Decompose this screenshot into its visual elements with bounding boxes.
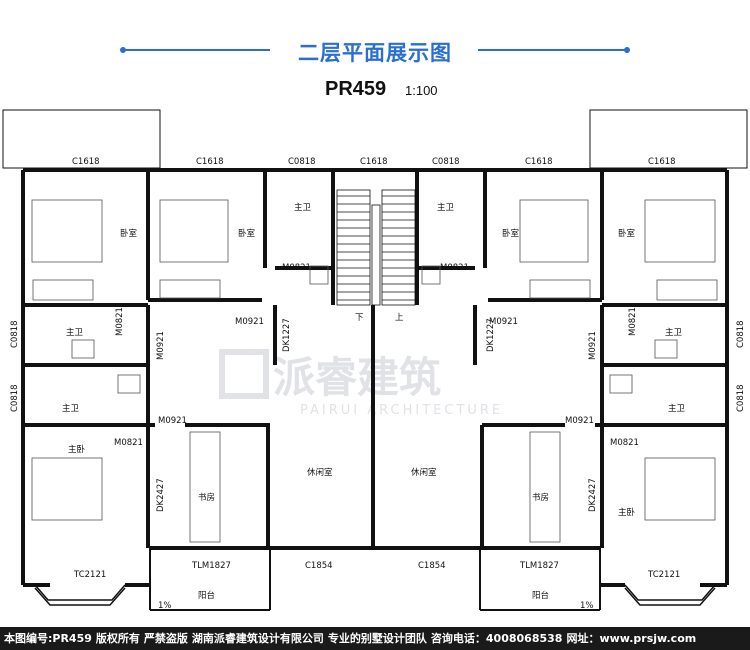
label-slope-right: 1% — [580, 601, 594, 611]
room-balcony-right: 阳台 — [532, 590, 549, 601]
label-c0818-r1: C0818 — [736, 320, 746, 348]
footer-item-3: 湖南派睿建筑设计有限公司 — [191, 632, 324, 645]
room-bath-top-left: 主卫 — [294, 202, 312, 213]
page-title: 二层平面展示图 — [298, 41, 452, 65]
label-tc2121-left: TC2121 — [73, 570, 106, 580]
title-area: 二层平面展示图 PR459 1:100 — [0, 0, 750, 110]
plan-code: PR459 — [325, 78, 387, 100]
plan-scale: 1:100 — [405, 83, 438, 98]
room-master-right: 主卧 — [618, 507, 636, 518]
room-bath-right-1: 主卫 — [665, 327, 683, 338]
label-slope-left: 1% — [158, 601, 172, 611]
label-c1618-5: C1618 — [648, 157, 676, 167]
label-tlm1827-right: TLM1827 — [519, 561, 559, 571]
label-m0921-5: M0921 — [156, 331, 166, 360]
label-m0821-3: M0821 — [114, 438, 143, 448]
staircase — [336, 189, 416, 306]
watermark-sub: PAIRUI ARCHITECTURE — [300, 403, 503, 418]
label-m0821-1: M0821 — [282, 263, 311, 273]
label-c0818-l1: C0818 — [10, 320, 20, 348]
footer-item-1: 版权所有 — [95, 632, 140, 645]
label-m0921-2: M0921 — [489, 317, 518, 327]
room-study-right: 书房 — [532, 492, 549, 503]
label-dk2427-left: DK2427 — [156, 478, 166, 512]
room-bedroom-3: 卧室 — [502, 228, 520, 239]
label-c0818-2: C0818 — [432, 157, 460, 167]
label-c0818-1: C0818 — [288, 157, 316, 167]
watermark-main: 派睿建筑 — [273, 353, 441, 402]
room-bedroom-1: 卧室 — [120, 228, 138, 239]
label-m0921-4: M0921 — [565, 416, 594, 426]
room-bedroom-4: 卧室 — [618, 228, 636, 239]
room-study-left: 书房 — [198, 492, 215, 503]
room-bath-right-2: 主卫 — [668, 403, 686, 414]
stair-up-label: 上 — [395, 313, 404, 323]
label-m0921-6: M0921 — [588, 331, 598, 360]
label-dk1227-left: DK1227 — [282, 318, 292, 352]
label-c1854-left: C1854 — [305, 561, 333, 571]
label-c1618-2: C1618 — [196, 157, 224, 167]
room-bath-left-2: 主卫 — [62, 403, 80, 414]
label-m0821-5: M0821 — [115, 307, 125, 336]
room-bedroom-2: 卧室 — [238, 228, 256, 239]
room-lounge-right: 休闲室 — [411, 467, 437, 478]
footer-item-4: 专业的别墅设计团队 — [327, 632, 427, 645]
room-bath-top-right: 主卫 — [437, 202, 455, 213]
label-c1618-4: C1618 — [525, 157, 553, 167]
walls — [21, 168, 729, 611]
label-c1854-right: C1854 — [418, 561, 446, 571]
label-c1618-1: C1618 — [72, 157, 100, 167]
footer-item-0: 本图编号:PR459 — [4, 632, 92, 645]
room-master-left: 主卧 — [68, 444, 86, 455]
stair-down-label: 下 — [355, 313, 364, 323]
footer-item-2: 严禁盗版 — [143, 632, 188, 645]
plan-labels: C1618 C1618 C0818 C1618 C0818 C1618 C161… — [62, 157, 686, 611]
label-m0821-2: M0821 — [440, 263, 469, 273]
label-dk1227-right: DK1227 — [486, 318, 496, 352]
label-c1618-3: C1618 — [360, 157, 388, 167]
label-m0921-1: M0921 — [235, 317, 264, 327]
label-c0818-l2: C0818 — [10, 384, 20, 412]
title-line-left — [120, 47, 270, 53]
bay-windows — [34, 584, 716, 606]
footer-item-6: 网址：www.prsjw.com — [566, 632, 697, 645]
label-m0921-3: M0921 — [158, 416, 187, 426]
room-balcony-left: 阳台 — [198, 590, 215, 601]
title-line-right — [478, 47, 630, 53]
label-tc2121-right: TC2121 — [647, 570, 680, 580]
label-m0821-4: M0821 — [610, 438, 639, 448]
watermark: 派睿建筑 PAIRUI ARCHITECTURE — [219, 349, 503, 418]
furniture — [31, 199, 718, 543]
room-lounge-left: 休闲室 — [307, 467, 333, 478]
vertical-labels: C0818 C0818 C0818 C0818 M0821 M0821 M092… — [10, 307, 746, 512]
room-bath-left-1: 主卫 — [66, 327, 84, 338]
label-m0821-6: M0821 — [628, 307, 638, 336]
floor-plan: 派睿建筑 PAIRUI ARCHITECTURE — [2, 109, 748, 611]
label-dk2427-right: DK2427 — [588, 478, 598, 512]
label-c0818-r2: C0818 — [736, 384, 746, 412]
label-tlm1827-left: TLM1827 — [191, 561, 231, 571]
footer-item-5: 咨询电话：4008068538 — [430, 632, 563, 645]
